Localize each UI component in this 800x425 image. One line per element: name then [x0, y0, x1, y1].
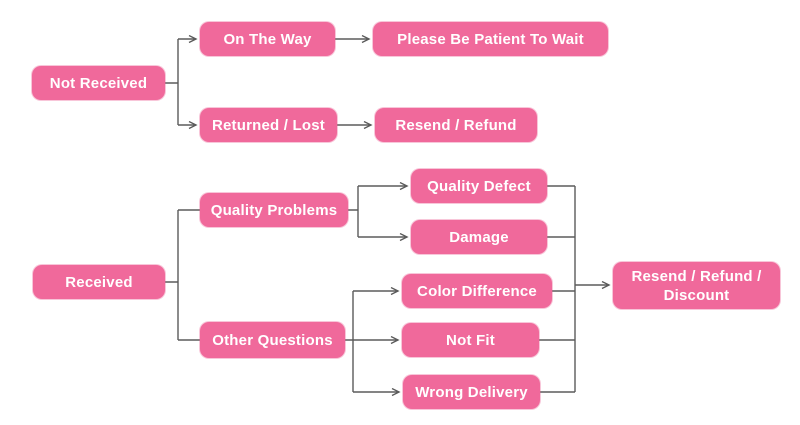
edge-qualityproblems-trunk — [348, 186, 359, 237]
node-resend-refund: Resend / Refund — [375, 108, 537, 142]
node-on-the-way: On The Way — [200, 22, 335, 56]
node-damage: Damage — [411, 220, 547, 254]
edge-otherquestions-trunk — [345, 291, 354, 392]
node-please-be-patient-to-wait: Please Be Patient To Wait — [373, 22, 608, 56]
node-quality-defect: Quality Defect — [411, 169, 547, 203]
node-not-received: Not Received — [32, 66, 165, 100]
edge-received-trunk — [165, 209, 200, 341]
node-color-difference: Color Difference — [402, 274, 552, 308]
node-resend-refund-discount-line2: Discount — [663, 286, 730, 304]
node-wrong-delivery: Wrong Delivery — [403, 375, 540, 409]
node-received: Received — [33, 265, 165, 299]
node-quality-problems: Quality Problems — [200, 193, 348, 227]
node-not-fit: Not Fit — [402, 323, 539, 357]
node-other-questions: Other Questions — [200, 322, 345, 358]
node-returned-lost: Returned / Lost — [200, 108, 337, 142]
edge-collector — [539, 185, 576, 393]
node-resend-refund-discount-line1: Resend / Refund / — [631, 267, 762, 285]
edge-notreceived-trunk — [165, 39, 179, 125]
node-resend-refund-discount: Resend / Refund / Discount — [613, 262, 780, 309]
